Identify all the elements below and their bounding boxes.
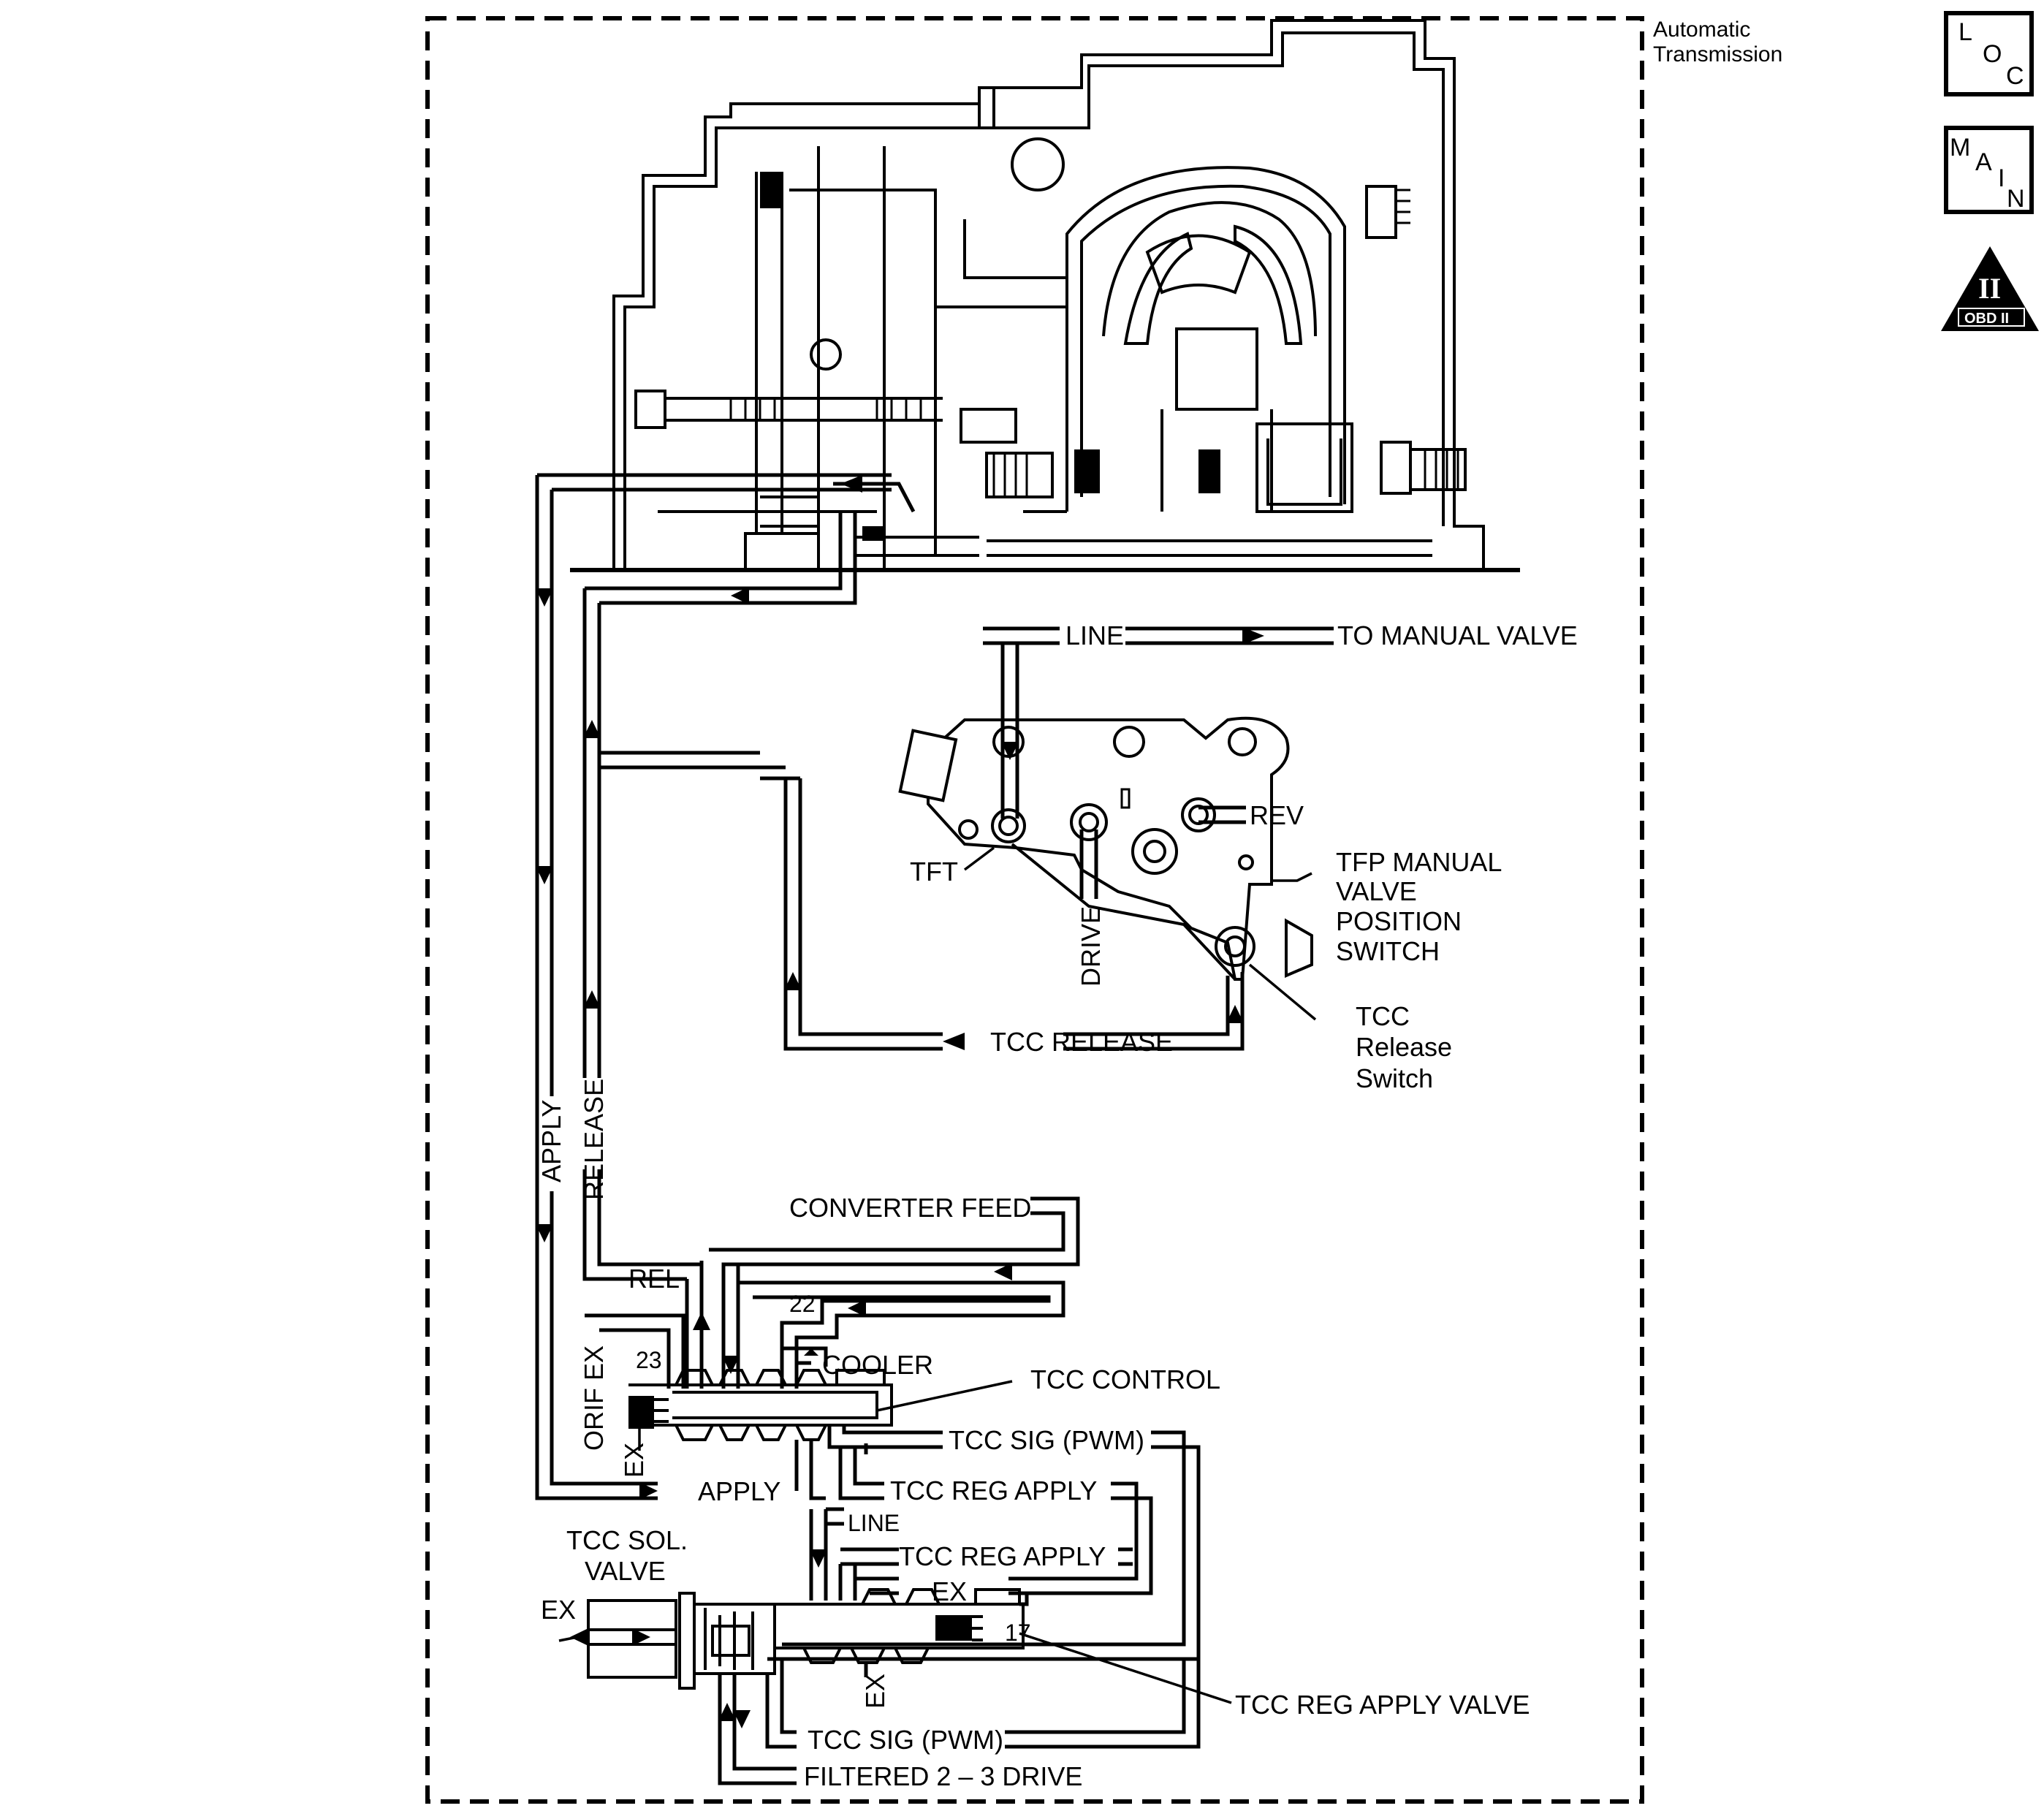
label-filtered-drive: FILTERED 2 – 3 DRIVE [804, 1761, 1082, 1791]
label-tcc-reg-apply-valve: TCC REG APPLY VALVE [1235, 1690, 1530, 1720]
main-button[interactable]: M A I N [1944, 126, 2034, 214]
label-ex-under: EX [860, 1674, 890, 1709]
label-tfp-1: TFP MANUAL [1336, 847, 1502, 877]
label-17: 17 [1005, 1620, 1031, 1646]
label-tcc-reg-apply-2: TCC REG APPLY [899, 1541, 1106, 1571]
loc-letter-c: C [2006, 62, 2024, 90]
label-tcc-release-switch-1: TCC [1356, 1001, 1410, 1031]
header-title-line1: Automatic [1653, 18, 1750, 42]
main-letter-i: I [1998, 164, 2005, 192]
label-cooler: COOLER [822, 1350, 933, 1380]
label-tcc-release-switch-2: Release [1356, 1032, 1452, 1062]
loc-button[interactable]: L O C [1944, 11, 2034, 96]
label-tfp-3: POSITION [1336, 906, 1462, 936]
loc-letter-l: L [1958, 18, 1972, 46]
label-tcc-sol-1: TCC SOL. [566, 1525, 688, 1555]
label-tcc-release-switch-3: Switch [1356, 1063, 1433, 1093]
label-ex-sol: EX [541, 1595, 576, 1625]
label-tfp-4: SWITCH [1336, 936, 1440, 966]
diagram-labels: LINE TO MANUAL VALVE REV TFT DRIVE TFP M… [536, 620, 1578, 1791]
transmission-case-section [570, 19, 1520, 572]
label-tcc-reg-apply-1: TCC REG APPLY [890, 1476, 1097, 1506]
label-rel: REL [628, 1264, 680, 1294]
label-converter-feed: CONVERTER FEED [789, 1193, 1031, 1223]
tcc-reg-apply-valve [775, 1588, 1232, 1704]
label-tft: TFT [910, 857, 958, 886]
label-tcc-release: TCC RELEASE [990, 1027, 1173, 1057]
label-line-bottom: LINE [848, 1510, 900, 1536]
label-release-vertical: RELEASE [579, 1079, 609, 1200]
label-ex-reg: EX [932, 1576, 967, 1606]
tcc-control-valve [628, 1369, 1013, 1441]
header-title-line2: Transmission [1653, 42, 1782, 67]
label-22: 22 [789, 1291, 816, 1317]
label-rev: REV [1250, 800, 1304, 830]
tcc-solenoid-valve [558, 1592, 776, 1690]
manual-valve-body [898, 716, 1313, 981]
label-ex-vertical: EX [619, 1443, 649, 1478]
obd-label: OBD II [1964, 311, 2009, 327]
label-orif-ex: ORIF EX [579, 1345, 609, 1451]
label-tcc-sig-pwm-2: TCC SIG (PWM) [808, 1725, 1003, 1755]
obd-roman-numeral: II [1978, 272, 2001, 305]
loc-letter-o: O [1983, 40, 2002, 68]
label-to-manual-valve: TO MANUAL VALVE [1337, 620, 1578, 650]
label-tcc-sig-pwm-1: TCC SIG (PWM) [949, 1425, 1144, 1455]
main-letter-a: A [1975, 148, 1992, 176]
label-drive: DRIVE [1076, 906, 1106, 987]
label-tcc-sol-2: VALVE [585, 1556, 666, 1586]
main-letter-m: M [1950, 134, 1970, 162]
label-tfp-2: VALVE [1336, 876, 1417, 906]
label-apply-bottom: APPLY [698, 1476, 780, 1506]
label-23: 23 [636, 1347, 662, 1373]
label-line-top: LINE [1065, 620, 1124, 650]
label-tcc-control: TCC CONTROL [1030, 1364, 1220, 1394]
label-apply-vertical: APPLY [536, 1100, 566, 1182]
main-letter-n: N [2007, 185, 2025, 213]
obd-ii-button[interactable]: II OBD II [1941, 246, 2039, 331]
dashed-boundary [425, 16, 1644, 1804]
hydraulic-lines [535, 473, 1334, 1785]
